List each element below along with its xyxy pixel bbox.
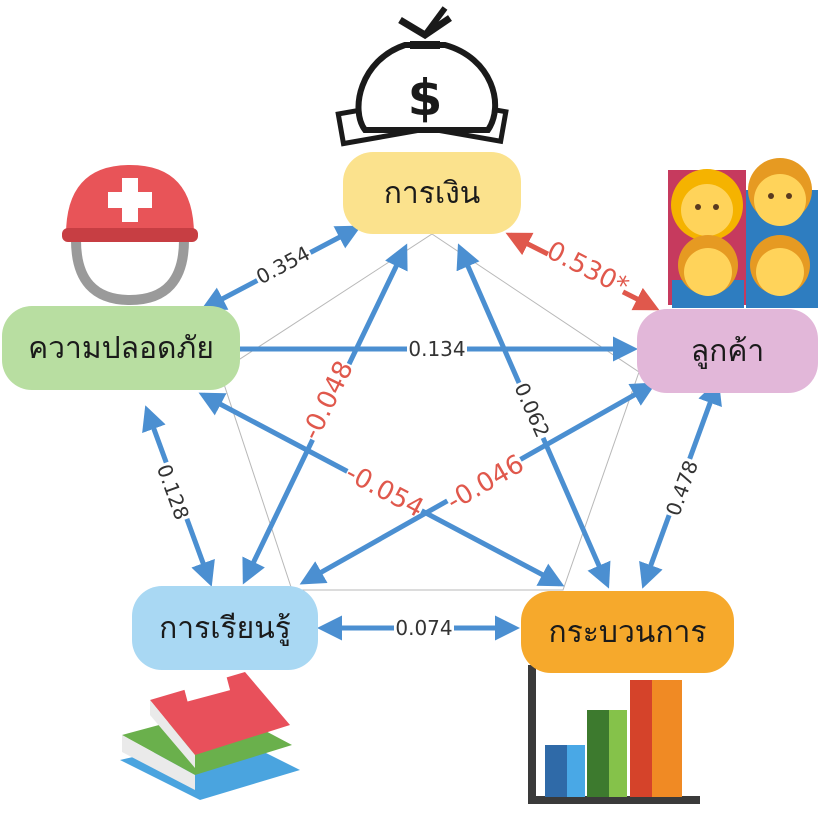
edge-label-safety-customer: 0.134 — [408, 337, 465, 361]
books-icon — [120, 672, 300, 800]
family-icon — [668, 158, 818, 308]
edge-label-safety-process: -0.054 — [340, 458, 428, 524]
node-finance[interactable]: การเงิน — [343, 152, 521, 234]
money-bag-icon: $ — [335, 6, 509, 147]
node-learning[interactable]: การเรียนรู้ — [132, 586, 318, 670]
edge-label-learning-process: 0.074 — [395, 616, 452, 640]
node-safety-label: ความปลอดภัย — [28, 330, 214, 366]
svg-text:$: $ — [408, 69, 443, 127]
node-learning-label: การเรียนรู้ — [159, 610, 291, 646]
edge-label-bg-customer-process — [658, 455, 704, 521]
node-finance-label: การเงิน — [383, 175, 481, 211]
bar-chart-icon — [528, 665, 700, 804]
node-customer-label: ลูกค้า — [690, 333, 765, 369]
node-process[interactable]: กระบวนการ — [521, 591, 734, 673]
safety-helmet-icon — [62, 165, 198, 306]
edge-label-finance-safety: 0.354 — [252, 241, 314, 289]
node-safety[interactable]: ความปลอดภัย — [2, 306, 240, 390]
edge-label-bg-safety-learning — [151, 459, 197, 525]
edge-label-customer-learning: -0.046 — [442, 449, 530, 517]
node-process-label: กระบวนการ — [548, 614, 707, 650]
edge-label-finance-process: 0.062 — [509, 379, 554, 441]
edge-label-finance-customer: 0.530* — [542, 236, 634, 302]
pentagon-outline — [219, 233, 640, 591]
edge-label-finance-learning: -0.048 — [296, 356, 360, 444]
edge-label-bg-customer-learning — [439, 445, 530, 517]
node-customer[interactable]: ลูกค้า — [637, 309, 818, 393]
edge-label-bg-learning-process — [394, 614, 454, 640]
